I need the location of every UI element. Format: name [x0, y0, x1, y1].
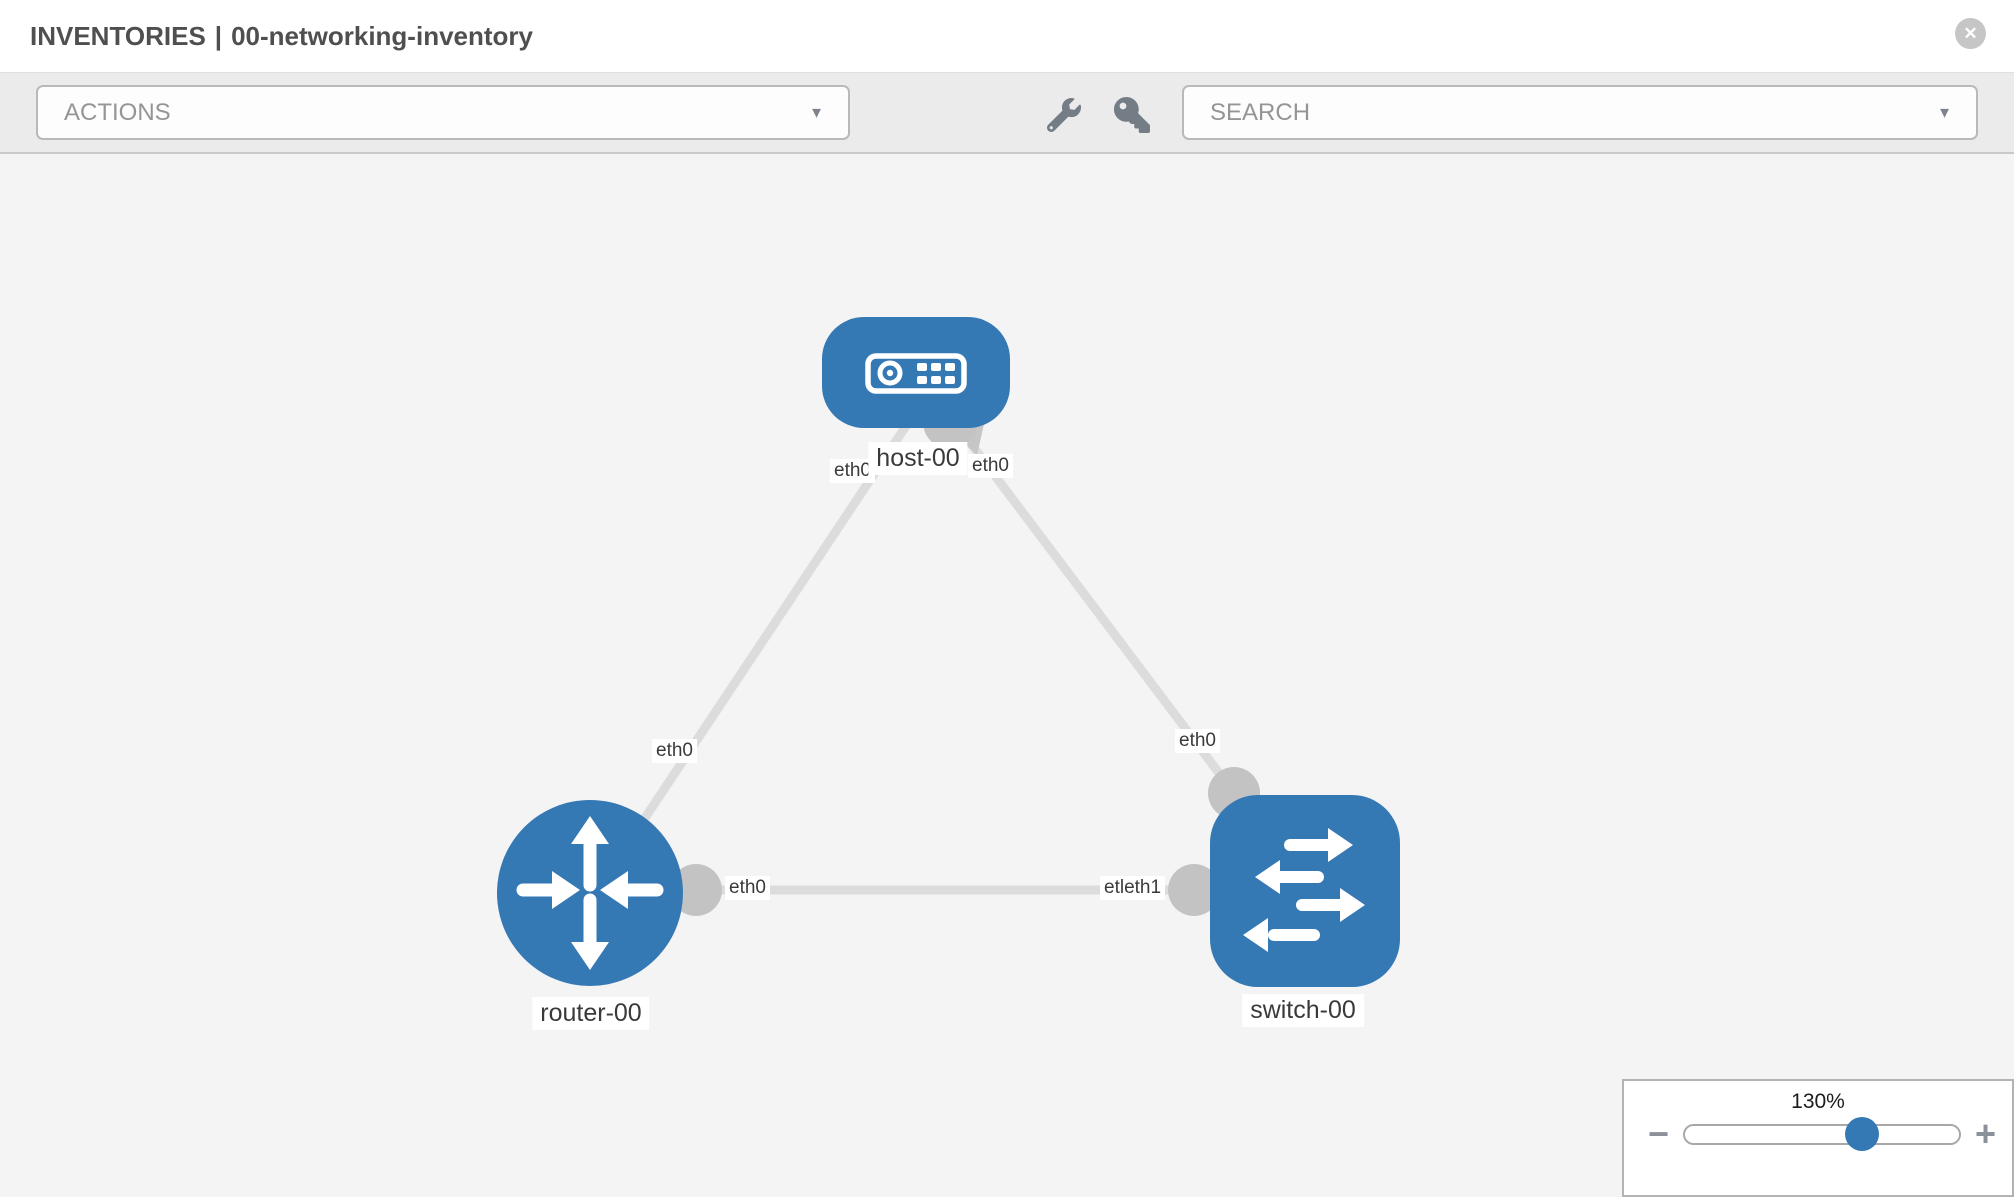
interface-label: etleth1 — [1100, 876, 1166, 900]
key-icon — [1114, 97, 1150, 133]
tools-button[interactable] — [1044, 95, 1084, 135]
zoom-slider[interactable] — [1683, 1117, 1961, 1151]
node-router[interactable] — [497, 800, 683, 986]
zoom-slider-thumb[interactable] — [1844, 1117, 1879, 1151]
interface-label: eth0 — [725, 876, 770, 900]
host-icon — [865, 353, 967, 394]
close-button[interactable]: ✕ — [1955, 18, 1986, 49]
link-host-router[interactable] — [591, 417, 914, 896]
zoom-level-label: 130% — [1791, 1090, 1845, 1113]
chevron-down-icon: ▼ — [1937, 104, 1952, 121]
router-icon-heads — [552, 816, 628, 970]
interface-label: eth0 — [830, 459, 875, 483]
node-label: host-00 — [868, 442, 968, 475]
switch-icon — [1268, 839, 1348, 941]
interface-connector — [670, 864, 722, 916]
wrench-icon — [1047, 98, 1081, 132]
chevron-down-icon: ▼ — [809, 104, 824, 121]
topology-canvas[interactable]: eth0 eth0 eth0 eth0 eth0 etleth1 host-00… — [0, 154, 2014, 1197]
switch-icon-heads — [1243, 828, 1365, 952]
search-dropdown-label: SEARCH — [1210, 98, 1311, 126]
search-dropdown[interactable]: SEARCH ▼ — [1182, 85, 1978, 140]
inventory-name: 00-networking-inventory — [231, 20, 533, 51]
page-title: INVENTORIES | 00-networking-inventory — [30, 21, 533, 52]
interface-label: eth0 — [1175, 729, 1220, 753]
node-label: switch-00 — [1242, 994, 1364, 1027]
interface-connector — [1168, 864, 1220, 916]
actions-dropdown-label: ACTIONS — [64, 98, 171, 126]
interface-label: eth0 — [968, 454, 1013, 478]
close-icon: ✕ — [1963, 24, 1978, 43]
interface-label: eth0 — [652, 739, 697, 763]
node-switch[interactable] — [1210, 795, 1400, 987]
node-host[interactable] — [822, 317, 1010, 428]
zoom-control-panel: 130% − + — [1622, 1079, 2014, 1197]
page-header: INVENTORIES | 00-networking-inventory ✕ — [0, 0, 2014, 72]
credentials-button[interactable] — [1112, 95, 1152, 135]
topology-svg — [497, 317, 1400, 987]
zoom-in-button[interactable]: + — [1974, 1113, 1996, 1154]
node-label: router-00 — [532, 997, 650, 1030]
zoom-out-button[interactable]: − — [1648, 1113, 1670, 1154]
breadcrumb-section: INVENTORIES — [30, 20, 206, 51]
actions-dropdown[interactable]: ACTIONS ▼ — [36, 85, 850, 140]
toolbar: ACTIONS ▼ SEARCH ▼ — [0, 72, 2014, 154]
router-icon — [516, 835, 664, 951]
breadcrumb-separator: | — [214, 20, 223, 51]
